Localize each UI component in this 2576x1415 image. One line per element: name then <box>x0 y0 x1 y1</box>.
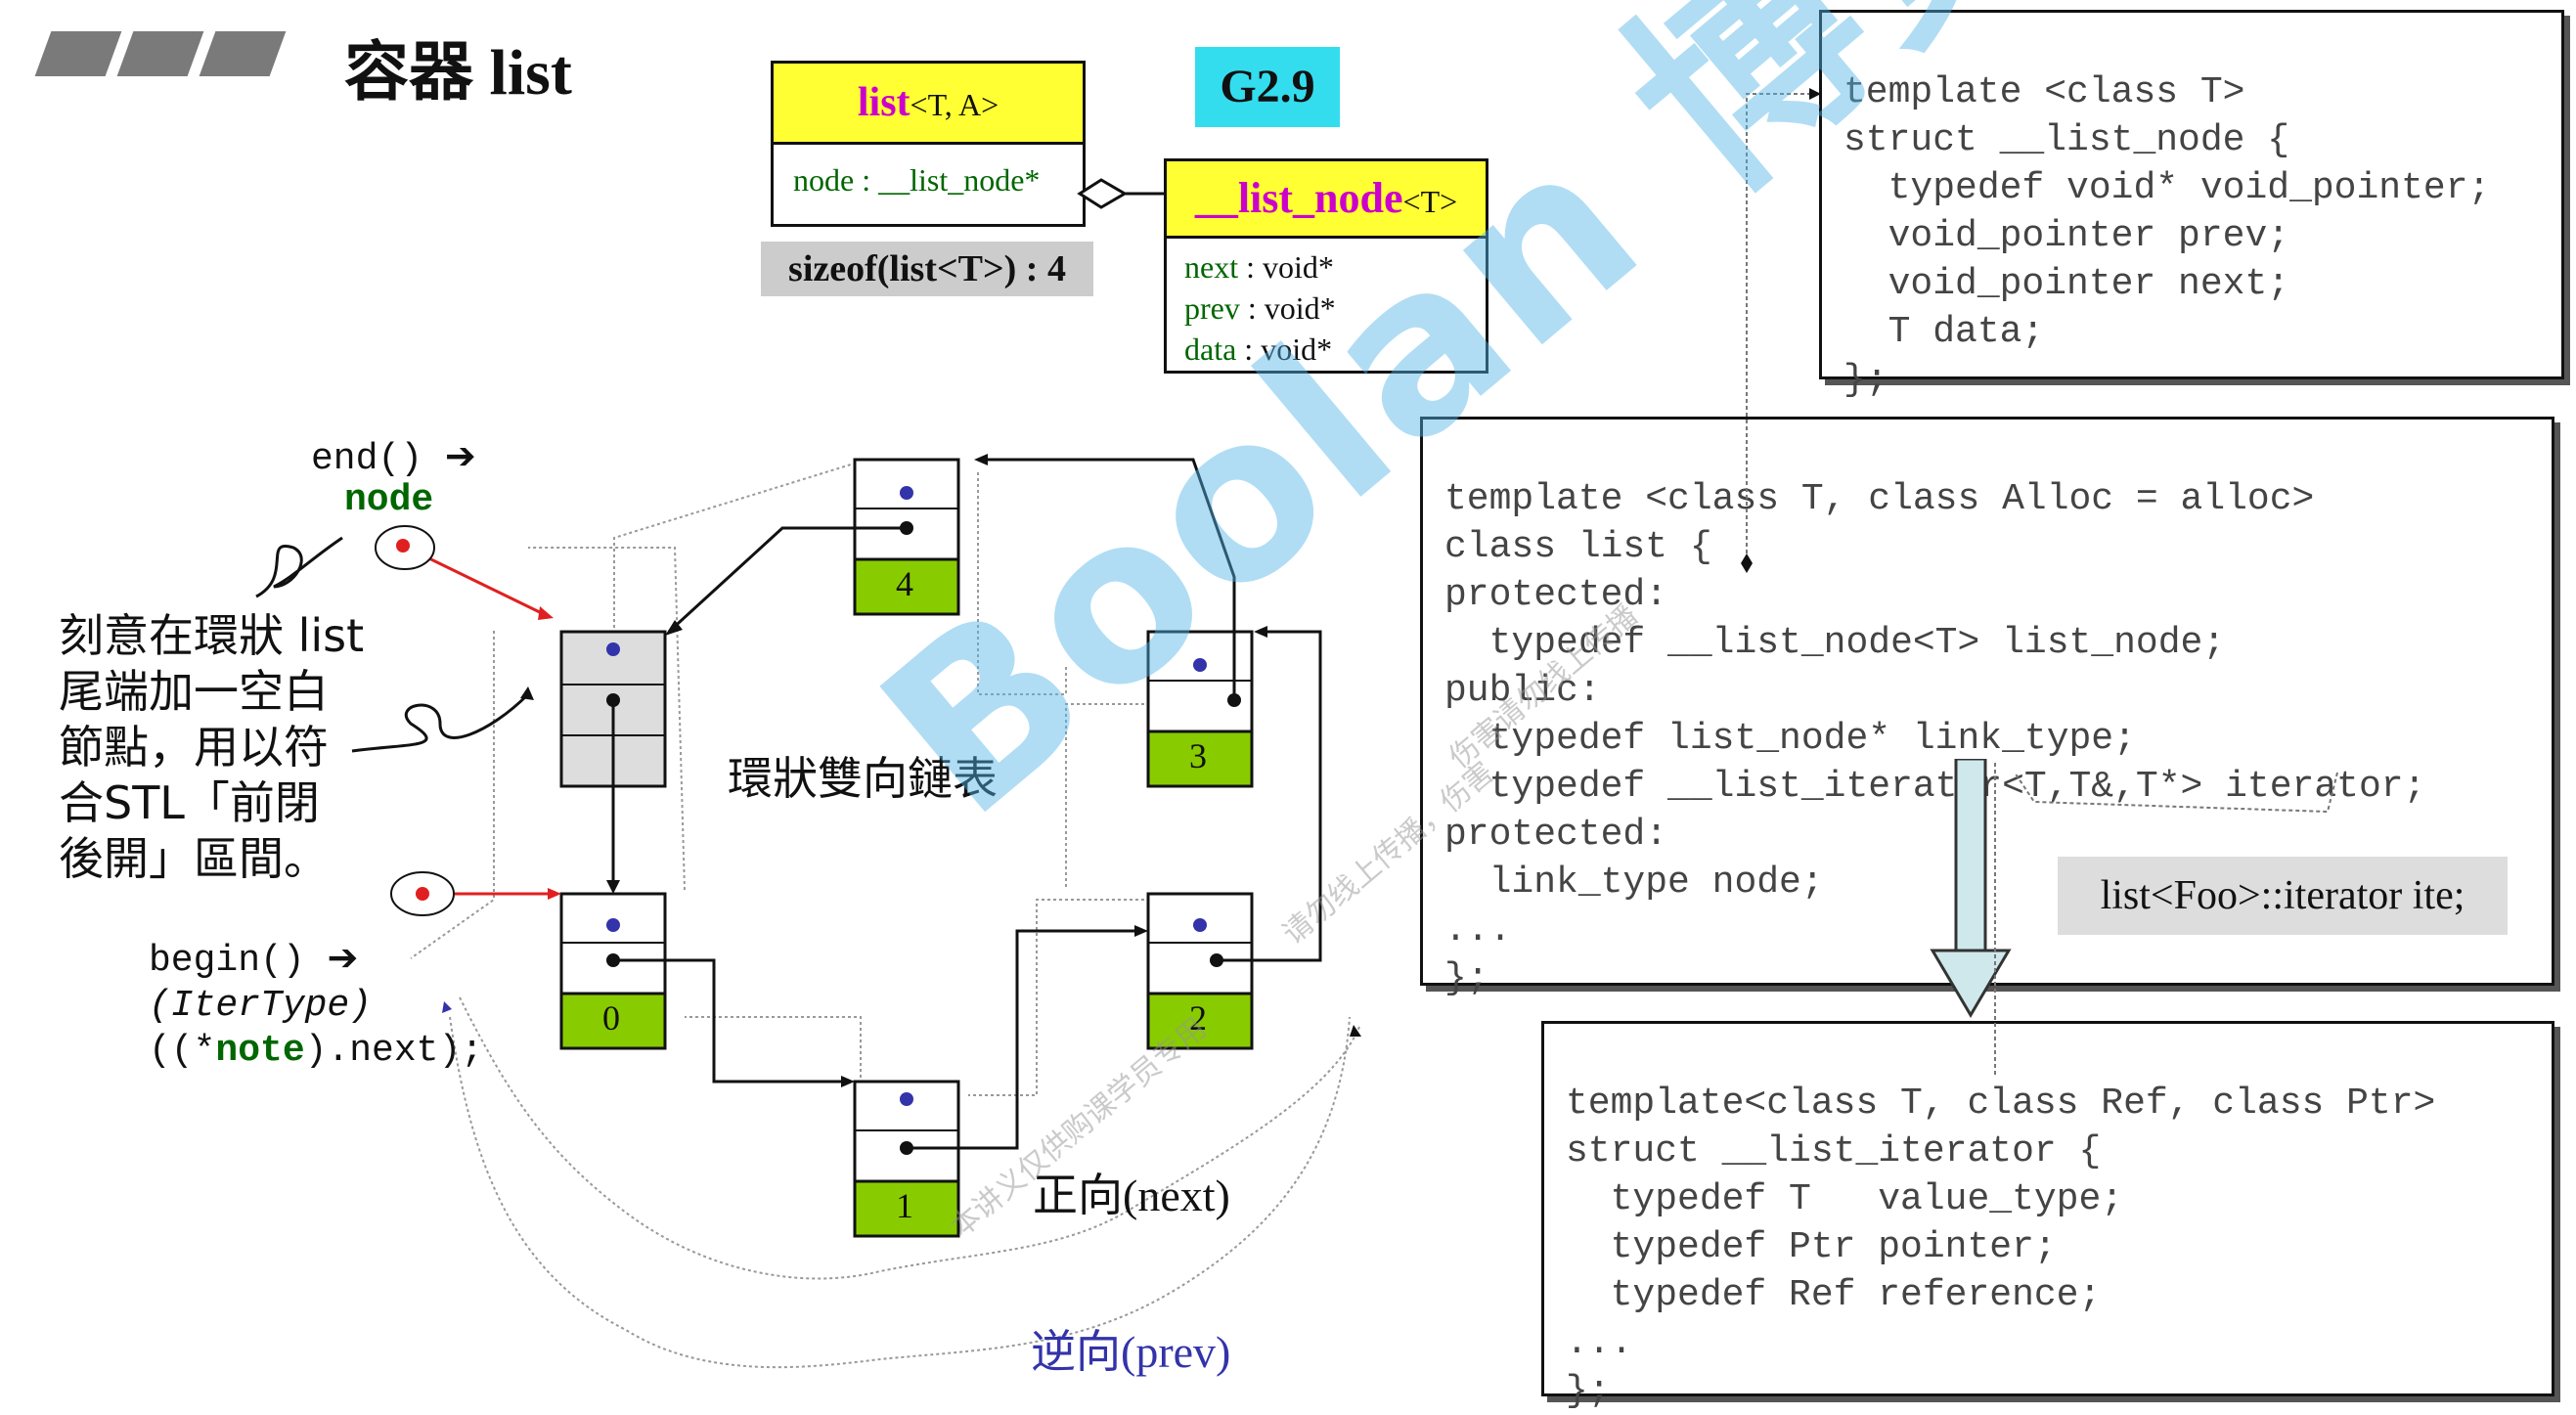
uml-list-member: node : __list_node* <box>774 145 1083 216</box>
node-value-1: 1 <box>896 1186 913 1225</box>
uml-list-header: list<T, A> <box>774 64 1083 145</box>
backward-label: 逆向(prev) <box>1031 1327 1231 1377</box>
uml-list-member-text: node : __list_node* <box>793 162 1041 198</box>
uml-node-class: __list_node<T> next : void* prev : void*… <box>1164 158 1488 374</box>
node-0 <box>559 892 667 1050</box>
code-list-iterator: template<class T, class Ref, class Ptr> … <box>1541 1021 2554 1412</box>
aggregation-diamond <box>1077 178 1170 209</box>
code-list-class: template <class T, class Alloc = alloc> … <box>1420 417 2554 999</box>
node-value-4: 4 <box>896 564 913 603</box>
annotation-note: 刻意在環狀 list 尾端加一空白 節點，用以符 合STL「前閉 後開」區間。 <box>59 609 365 885</box>
uml-list-class: list<T, A> node : __list_node* <box>771 61 1086 227</box>
sizeof-label: sizeof(list<T>) : 4 <box>761 242 1093 296</box>
node-3 <box>1146 630 1254 788</box>
uml-node-template: <T> <box>1402 184 1458 219</box>
node-value-0: 0 <box>602 998 620 1038</box>
node-4 <box>853 458 960 616</box>
forward-label: 正向(next) <box>1033 1171 1230 1220</box>
center-label: 環狀雙向鏈表 <box>728 752 998 805</box>
node-1 <box>853 1080 960 1238</box>
node-label: node <box>344 479 434 521</box>
version-badge: G2.9 <box>1195 47 1340 127</box>
uml-node-members: next : void* prev : void* data : void* <box>1167 239 1486 377</box>
begin-label: begin() ➔ (IterType) ((*note).next); <box>149 940 484 1072</box>
uml-node-member: prev : void* <box>1184 290 1336 326</box>
end-label: end() ➔ <box>311 438 476 480</box>
node-2 <box>1146 892 1254 1050</box>
node-value-2: 2 <box>1189 998 1207 1038</box>
uml-node-name: __list_node <box>1194 174 1403 222</box>
iterator-callout: list<Foo>::iterator ite; <box>2058 857 2508 935</box>
linked-list-diagram <box>255 454 1361 1369</box>
node-value-3: 3 <box>1189 736 1207 775</box>
uml-list-template: <T, A> <box>910 87 999 122</box>
page-title: 容器 list <box>344 37 572 109</box>
uml-list-name: list <box>857 80 910 125</box>
uml-node-header: __list_node<T> <box>1167 161 1486 239</box>
big-down-arrow <box>1930 759 2012 1018</box>
uml-node-member: data : void* <box>1184 332 1333 367</box>
code-list-node: template <class T> struct __list_node { … <box>1819 10 2564 401</box>
uml-node-member: next : void* <box>1184 249 1334 285</box>
